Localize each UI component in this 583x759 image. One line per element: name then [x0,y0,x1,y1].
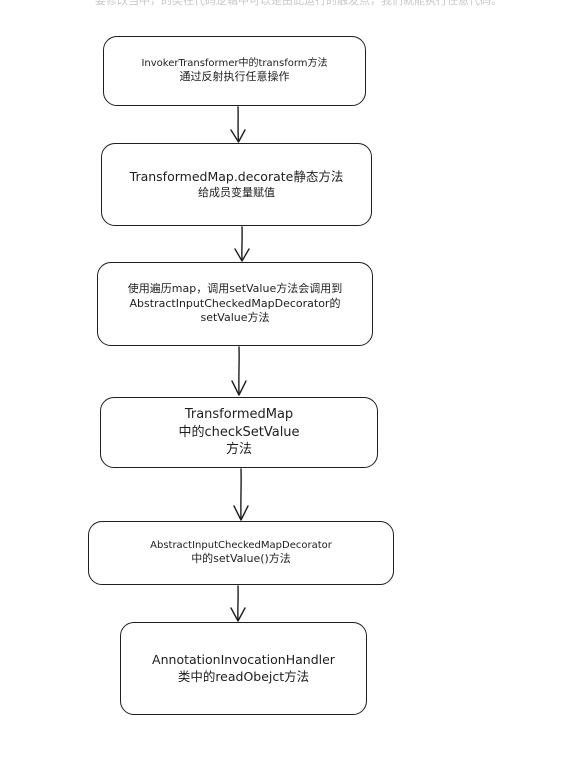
node-4-line-2: 中的checkSetValue [178,424,300,440]
node-5-line-1: AbstractInputCheckedMapDecorator [150,539,332,551]
node-3-line-2: AbstractInputCheckedMapDecorator的 [129,296,341,310]
cropped-header-text: 要修改当中，的类在代码逻辑中可以是由此运行的触发点，我们就能执行任意代码。 [95,0,502,7]
arrow-2-to-3 [234,226,250,262]
node-abstract-setvalue: AbstractInputCheckedMapDecorator 中的setVa… [88,521,394,585]
node-1-line-1: InvokerTransformer中的transform方法 [141,57,328,69]
node-6-line-1: AnnotationInvocationHandler [152,651,335,667]
node-5-line-2: 中的setValue()方法 [191,552,291,566]
node-map-setvalue: 使用遍历map，调用setValue方法会调用到 AbstractInputCh… [97,262,373,346]
node-3-line-1: 使用遍历map，调用setValue方法会调用到 [127,281,343,295]
node-checksetvalue: TransformedMap 中的checkSetValue 方法 [100,397,378,468]
node-invoker-transformer: InvokerTransformer中的transform方法 通过反射执行任意… [103,36,366,106]
node-2-line-1: TransformedMap.decorate静态方法 [129,168,344,184]
node-6-line-2: 类中的readObejct方法 [177,668,310,684]
arrow-3-to-4 [231,346,247,396]
arrow-1-to-2 [230,106,246,143]
node-transformedmap-decorate: TransformedMap.decorate静态方法 给成员变量赋值 [101,143,372,226]
node-1-line-2: 通过反射执行任意操作 [179,70,290,84]
node-2-line-2: 给成员变量赋值 [198,185,275,199]
node-4-line-1: TransformedMap [184,407,294,423]
node-annotation-readobject: AnnotationInvocationHandler 类中的readObejc… [120,622,367,715]
node-3-line-3: setValue方法 [200,311,270,325]
node-4-line-3: 方法 [225,442,252,458]
arrow-4-to-5 [233,468,249,521]
arrow-5-to-6 [230,585,246,622]
